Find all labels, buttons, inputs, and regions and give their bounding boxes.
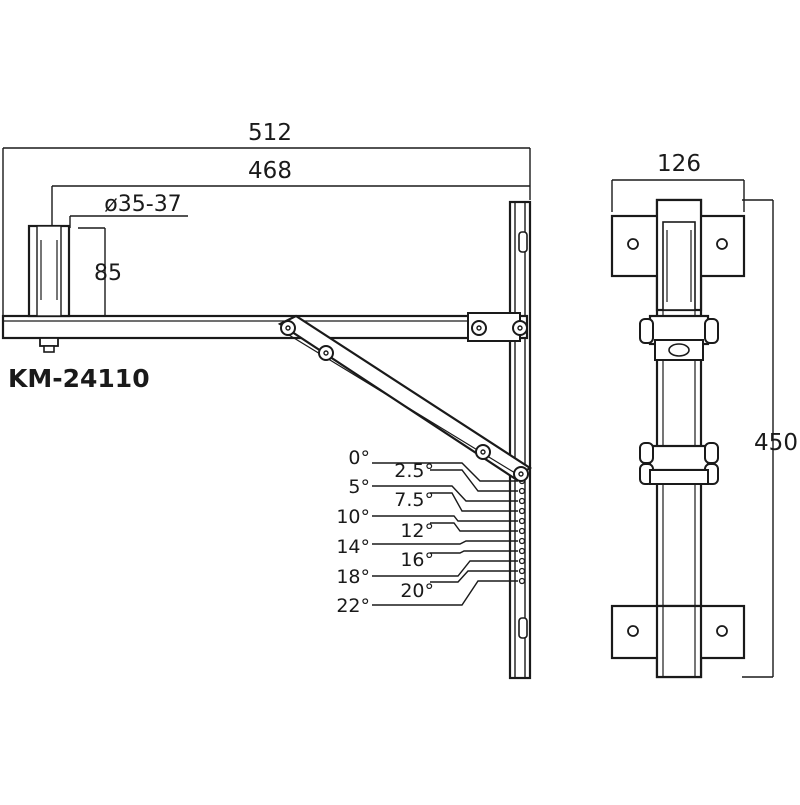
dim-pipe-height: 85 [94, 261, 122, 286]
model-number: KM-24110 [8, 364, 150, 393]
dim-pipe-diameter: ø35-37 [104, 192, 181, 217]
dim-overall-length: 512 [248, 120, 292, 146]
front-dimension-lines [611, 179, 774, 678]
dim-plate-height: 450 [754, 430, 798, 456]
angle-label-16: 16° [400, 549, 434, 571]
upper-clamp [639, 314, 719, 361]
angle-label-14: 14° [336, 536, 370, 558]
speaker-pipe [27, 224, 71, 353]
diagonal-strut [277, 314, 533, 480]
angle-label-22: 22° [336, 595, 370, 617]
angle-label-2-5: 2.5° [394, 460, 434, 482]
slot-top [518, 231, 528, 253]
bolts [280, 320, 529, 482]
front-view [610, 198, 746, 679]
angle-label-10: 10° [336, 506, 370, 528]
horizontal-arm [1, 314, 529, 340]
angle-label-0: 0° [348, 447, 370, 469]
angle-label-12: 12° [400, 520, 434, 542]
wall-plate-side [508, 200, 532, 680]
angle-labels: 0° 2.5° 5° 7.5° 10° 12° 14° 16° 18° 20° … [336, 447, 434, 617]
side-view [1, 200, 533, 680]
angle-label-7-5: 7.5° [394, 489, 434, 511]
dimension-lines [2, 147, 531, 316]
dim-mount-length: 468 [248, 158, 292, 184]
angle-label-20: 20° [400, 580, 434, 602]
dim-plate-width: 126 [657, 151, 701, 177]
angle-label-5: 5° [348, 476, 370, 498]
angle-leaders [372, 462, 518, 606]
angle-label-18: 18° [336, 566, 370, 588]
lower-clamp [639, 442, 719, 485]
slot-bottom [518, 617, 528, 639]
